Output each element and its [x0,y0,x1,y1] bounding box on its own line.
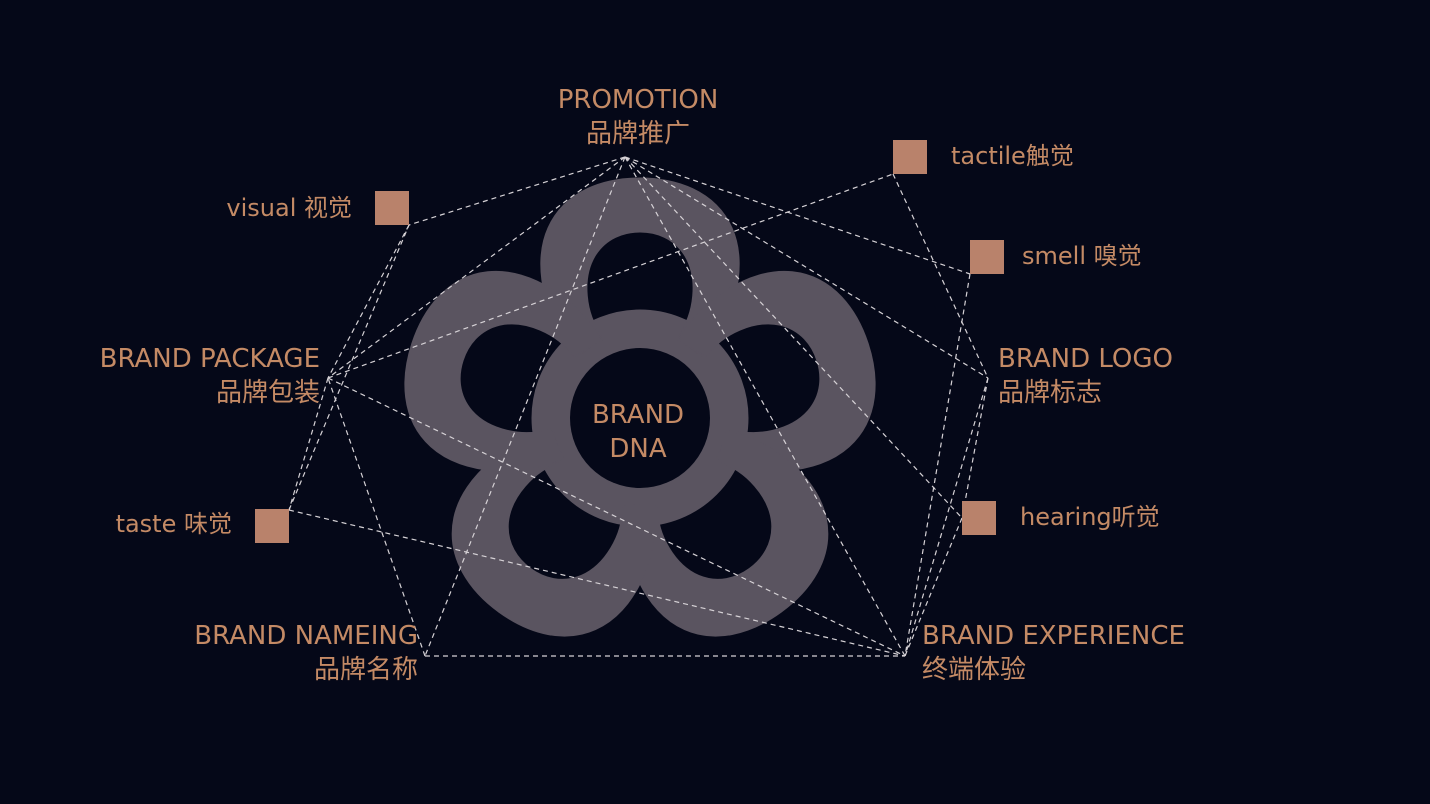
center-line-1: BRAND [591,400,685,430]
node-brand-logo: BRAND LOGO 品牌标志 [998,342,1258,410]
node-promotion: PROMOTION 品牌推广 [538,83,738,151]
connector-line [408,156,626,226]
connector-line [624,156,971,275]
connector-line [904,377,989,657]
node-naming-zh: 品牌名称 [313,655,418,685]
connector-line [904,517,963,657]
brand-dna-label: BRAND DNA [578,398,698,466]
node-brand-experience: BRAND EXPERIENCE 终端体验 [922,619,1222,687]
connector-line [624,156,989,379]
sense-smell-label: smell 嗅觉 [1022,242,1142,270]
node-promotion-zh: 品牌推广 [585,119,690,149]
node-promotion-en: PROMOTION [557,85,719,115]
connector-line [288,509,906,657]
connector-line [892,173,989,379]
node-logo-en: BRAND LOGO [998,344,1174,374]
sense-hearing-label: hearing听觉 [1020,503,1160,531]
sense-taste-label: taste 味觉 [115,510,232,538]
node-logo-zh: 品牌标志 [998,378,1103,408]
node-package-en: BRAND PACKAGE [99,344,320,374]
center-line-2: DNA [609,434,667,464]
connector-line [327,173,894,379]
connector-line [288,377,329,511]
connector-line [327,156,626,379]
connector-line [961,377,989,519]
sense-hearing-marker [962,501,996,535]
connector-line [288,224,410,511]
node-brand-package: BRAND PACKAGE 品牌包装 [60,342,320,410]
flower-center-hole [570,348,710,488]
node-package-zh: 品牌包装 [215,378,320,408]
connector-line [624,156,963,519]
connector-lines [288,156,989,657]
sense-taste-marker [255,509,289,543]
connector-line [327,377,426,657]
connector-line [904,273,971,657]
sense-smell-marker [970,240,1004,274]
sense-visual-marker [375,191,409,225]
node-naming-en: BRAND NAMEING [194,621,418,651]
node-brand-naming: BRAND NAMEING 品牌名称 [118,619,418,687]
sense-visual-label: visual 视觉 [226,194,352,222]
node-experience-en: BRAND EXPERIENCE [922,621,1185,651]
sense-tactile-marker [893,140,927,174]
connector-line [327,377,906,657]
connector-line [327,224,410,379]
flower-petal [404,270,603,472]
sense-tactile-label: tactile触觉 [951,142,1074,170]
node-experience-zh: 终端体验 [922,655,1027,685]
